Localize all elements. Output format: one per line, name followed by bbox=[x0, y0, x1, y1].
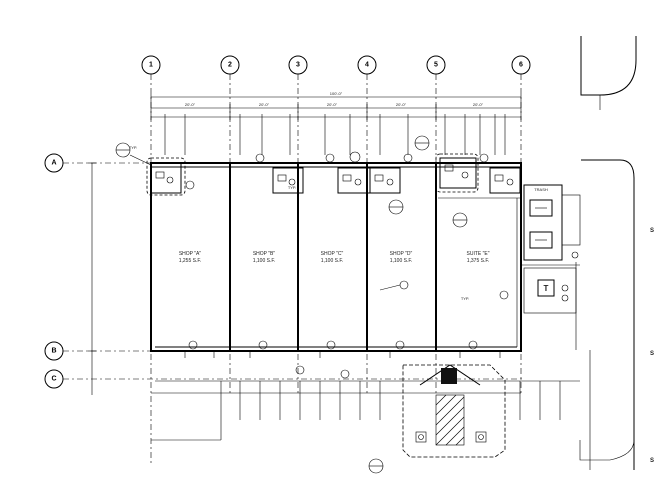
overall-dimension: 100'-0" bbox=[330, 91, 343, 96]
typ-note-2: TYP. bbox=[288, 185, 296, 190]
svg-text:5: 5 bbox=[434, 62, 438, 69]
column-grid-bubbles: 1 2 3 4 5 6 bbox=[141, 55, 531, 75]
grid-bubble-3: 3 bbox=[288, 55, 308, 75]
edge-mark-2: S bbox=[650, 351, 654, 357]
bay-dimension-1: 20'-0" bbox=[185, 102, 196, 107]
room-area-suite-e: 1,375 S.F. bbox=[467, 258, 490, 264]
grid-bubble-c: C bbox=[44, 369, 64, 389]
trash-label: TRASH bbox=[534, 187, 548, 192]
typ-note-1: TYP. bbox=[129, 145, 137, 150]
svg-text:A: A bbox=[51, 160, 56, 167]
bay-dimension-5: 20'-0" bbox=[473, 102, 484, 107]
accessible-parking-icon-right bbox=[475, 431, 487, 443]
bay-dimension-3: 20'-0" bbox=[327, 102, 338, 107]
grid-bubble-5: 5 bbox=[426, 55, 446, 75]
svg-text:4: 4 bbox=[365, 62, 369, 69]
accessible-ramp-area bbox=[402, 364, 506, 458]
room-name-shop-d: SHOP "D" bbox=[390, 251, 413, 257]
building-walls bbox=[150, 162, 522, 352]
grid-bubble-a: A bbox=[44, 153, 64, 173]
bay-dimension-2: 20'-0" bbox=[259, 102, 270, 107]
room-area-shop-a: 1,255 S.F. bbox=[179, 258, 202, 264]
accessible-parking-icon-left bbox=[415, 431, 427, 443]
room-area-shop-c: 1,100 S.F. bbox=[321, 258, 344, 264]
front-walkway bbox=[151, 380, 580, 441]
room-area-shop-b: 1,100 S.F. bbox=[253, 258, 276, 264]
restroom-cores bbox=[146, 153, 521, 196]
transformer-tag: T bbox=[544, 284, 549, 293]
room-labels: SHOP "A" 1,255 S.F. SHOP "B" 1,100 S.F. … bbox=[179, 251, 490, 264]
room-name-suite-e: SUITE "E" bbox=[467, 251, 490, 257]
equipment-pad: T bbox=[521, 251, 580, 350]
room-area-shop-d: 1,100 S.F. bbox=[390, 258, 413, 264]
bay-dimension-4: 20'-0" bbox=[396, 102, 407, 107]
room-name-shop-c: SHOP "C" bbox=[321, 251, 344, 257]
dimension-strings: 100'-0" 20'-0" 20'-0" 20'-0" 20'-0" 20'-… bbox=[88, 91, 522, 395]
room-name-shop-a: SHOP "A" bbox=[179, 251, 202, 257]
column-grid-lines bbox=[150, 74, 522, 465]
room-name-shop-b: SHOP "B" bbox=[253, 251, 276, 257]
grid-bubble-2: 2 bbox=[220, 55, 240, 75]
svg-text:B: B bbox=[51, 348, 56, 355]
row-grid-bubbles: A B C bbox=[44, 153, 64, 389]
keynote-callouts: TYP. TYP. TYP. bbox=[115, 135, 509, 474]
svg-text:1: 1 bbox=[149, 62, 153, 69]
grid-bubble-6: 6 bbox=[511, 55, 531, 75]
typ-note-3: TYP. bbox=[461, 296, 469, 301]
dumpster-1 bbox=[529, 199, 553, 217]
storefront-doors bbox=[184, 351, 501, 358]
svg-text:6: 6 bbox=[519, 62, 523, 69]
adjacent-site-lines: S S S bbox=[579, 36, 654, 470]
grid-bubble-1: 1 bbox=[141, 55, 161, 75]
grid-bubble-b: B bbox=[44, 341, 64, 361]
ramp-landing bbox=[441, 368, 457, 384]
grid-bubble-4: 4 bbox=[357, 55, 377, 75]
svg-text:2: 2 bbox=[228, 62, 232, 69]
transformer-box bbox=[537, 279, 555, 297]
svg-text:3: 3 bbox=[296, 62, 300, 69]
edge-mark-3: S bbox=[650, 458, 654, 464]
trash-enclosure: TRASH bbox=[523, 184, 581, 261]
dumpster-2 bbox=[529, 231, 553, 249]
svg-text:C: C bbox=[51, 376, 56, 383]
edge-mark-1: S bbox=[650, 228, 654, 234]
